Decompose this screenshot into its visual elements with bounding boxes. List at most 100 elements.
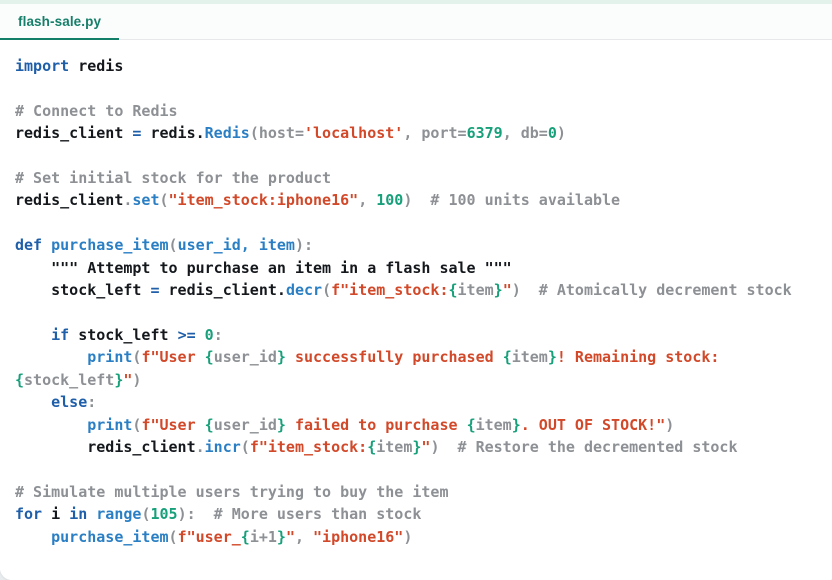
token-class-redis: Redis xyxy=(204,124,250,143)
token-fstring-brace-close-8: } xyxy=(276,527,286,546)
token-var-stock-left: stock_left xyxy=(51,281,151,300)
token-keyword-for: for xyxy=(15,505,43,524)
token-colon-else: : xyxy=(87,393,97,412)
token-indent-5 xyxy=(15,416,51,434)
token-obj-redis-client-2: redis_client xyxy=(87,437,196,456)
token-module-ref: redis. xyxy=(141,124,205,143)
token-fstring-var-i-plus-1: i+1 xyxy=(249,527,277,546)
token-fstring-text-2b: successfully purchased xyxy=(285,348,503,367)
token-loop-var-i: i xyxy=(42,505,70,524)
token-fstring-brace-open-1: { xyxy=(448,281,458,300)
comment-100-units: # 100 units available xyxy=(412,191,621,210)
token-comma-2: , xyxy=(294,527,314,546)
token-fstring-brace-open-3: { xyxy=(502,348,512,367)
token-fstring-var-item-4: item xyxy=(376,437,413,456)
token-fstring-text-2a: "User xyxy=(150,348,205,367)
token-fstring-var-item-1: item xyxy=(457,281,494,300)
token-fstring-var-item-2: item xyxy=(511,348,548,367)
token-paren-open-3: ( xyxy=(132,348,142,367)
token-fstring-prefix-3: f xyxy=(141,415,151,434)
token-call-purchase-item: purchase_item xyxy=(51,527,169,546)
token-fstring-text-3a: "User xyxy=(150,415,205,434)
token-paren-open: ( xyxy=(159,191,169,210)
token-paren-close-2: ) xyxy=(511,281,521,300)
token-operator-gte: >= xyxy=(177,325,196,344)
token-fstring-brace-open-7: { xyxy=(367,437,377,456)
token-fstring-brace-close-1: } xyxy=(493,281,503,300)
token-paren-open-2: ( xyxy=(322,281,332,300)
token-fstring-prefix-1: f xyxy=(331,281,341,300)
token-args-close: ) xyxy=(556,124,566,143)
token-indent-6 xyxy=(15,438,51,456)
token-args-open: (host= xyxy=(249,124,304,143)
token-fstring-text-3c: . OUT OF STOCK!" xyxy=(520,415,666,434)
token-keyword-in: in xyxy=(69,505,88,524)
token-paren-open-5: ( xyxy=(240,437,250,456)
token-indent-3b xyxy=(51,348,87,366)
token-fstring-text-5b: " xyxy=(285,527,295,546)
token-function-print-1: print xyxy=(87,348,133,367)
token-paren-close-6: ): xyxy=(177,505,196,524)
docstring-purchase-item: """ Attempt to purchase an item in a fla… xyxy=(15,258,512,277)
token-fstring-prefix-2: f xyxy=(141,348,151,367)
comment-more-users-than-stock: # More users than stock xyxy=(195,505,422,524)
token-string-item-stock-key: "item_stock:iphone16" xyxy=(168,191,359,210)
token-fstring-var-item-3: item xyxy=(475,415,512,434)
token-var-redis-client: redis_client xyxy=(15,124,133,143)
token-fstring-prefix-5: f xyxy=(177,527,187,546)
token-cond-stock-left: stock_left xyxy=(69,325,178,344)
token-obj-redis-client: redis_client. xyxy=(159,281,286,300)
token-fstring-var-user-id-1: user_id xyxy=(213,348,277,367)
token-comma: , xyxy=(358,191,377,210)
token-arg-port: , port= xyxy=(403,124,467,143)
token-fstring-brace-open-6: { xyxy=(466,415,476,434)
token-fstring-brace-open-4: { xyxy=(15,370,25,389)
token-fstring-brace-close-4: } xyxy=(114,370,124,389)
token-colon-if: : xyxy=(213,325,223,344)
token-params-open: ( xyxy=(168,236,178,255)
token-fstring-text-2c: ! Remaining stock: xyxy=(556,348,729,367)
token-params-close: ): xyxy=(294,236,314,255)
token-number-100: 100 xyxy=(376,191,404,210)
token-method-decr: decr xyxy=(285,281,323,300)
token-params: user_id, item xyxy=(177,236,295,255)
token-indent-6b xyxy=(51,438,87,456)
token-paren-close-4: ) xyxy=(665,415,675,434)
token-keyword-else: else xyxy=(51,393,88,412)
token-paren-open-4: ( xyxy=(132,415,142,434)
window-top-strip xyxy=(0,0,832,4)
token-fstring-brace-close-7: } xyxy=(412,437,422,456)
token-fstring-brace-open-5: { xyxy=(204,415,214,434)
token-fstring-brace-open-8: { xyxy=(240,527,250,546)
token-method-set: set xyxy=(132,191,160,210)
token-fstring-text-2d: " xyxy=(123,370,133,389)
token-keyword-def: def xyxy=(15,236,43,255)
token-keyword-import: import xyxy=(15,57,70,75)
token-indent-5b xyxy=(51,416,87,434)
token-fstring-brace-close-6: } xyxy=(511,415,521,434)
token-number-0: 0 xyxy=(547,124,557,143)
token-fstring-text-4a: "item_stock: xyxy=(258,437,368,456)
code-editor[interactable]: import redis # Connect to Redis redis_cl… xyxy=(0,41,832,580)
token-fstring-text-3b: failed to purchase xyxy=(285,415,467,434)
token-function-range: range xyxy=(87,505,142,524)
token-arg-db: , db= xyxy=(502,124,548,143)
token-number-105: 105 xyxy=(150,505,178,524)
token-fstring-brace-close-2: } xyxy=(276,348,286,367)
tab-flash-sale-py[interactable]: flash-sale.py xyxy=(0,4,120,40)
token-fstring-prefix-4: f xyxy=(249,437,259,456)
token-paren-close-3: ) xyxy=(132,370,142,389)
token-operator-assign: = xyxy=(132,124,142,143)
token-fstring-brace-close-3: } xyxy=(547,348,557,367)
token-paren-close: ) xyxy=(403,191,413,210)
token-module-redis: redis xyxy=(69,57,124,75)
token-fstring-text-4b: " xyxy=(421,437,431,456)
comment-restore-decremented: # Restore the decremented stock xyxy=(439,437,738,456)
token-paren-close-5: ) xyxy=(430,437,440,456)
token-fstring-var-user-id-2: user_id xyxy=(213,415,277,434)
token-number-6379: 6379 xyxy=(466,124,503,143)
token-indent-7 xyxy=(15,528,51,546)
token-fstring-var-stock-left: stock_left xyxy=(24,370,115,389)
token-string-localhost: 'localhost' xyxy=(304,124,404,143)
